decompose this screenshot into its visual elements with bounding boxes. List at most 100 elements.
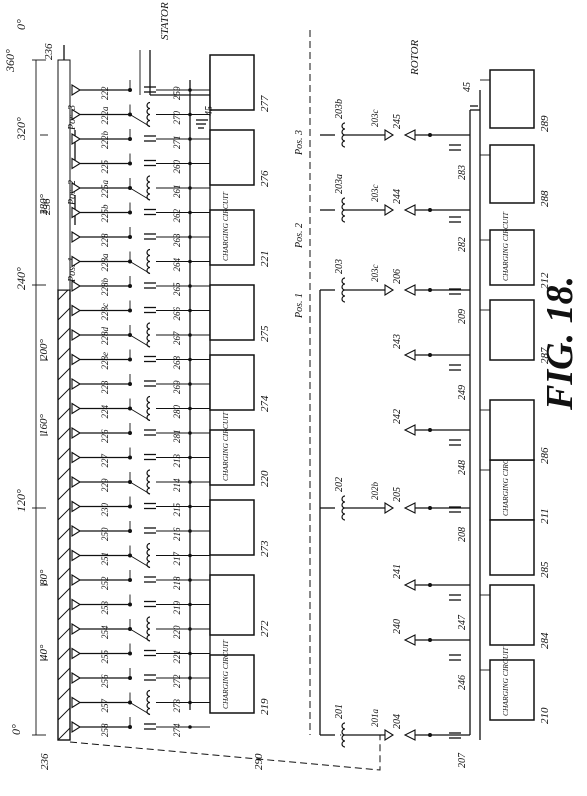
stator-ref2-22: 220 [172, 625, 182, 639]
rotor-contact-2: 206 [392, 269, 470, 296]
stator-arrow-5 [71, 206, 82, 219]
stator-coil-lead-1 [129, 114, 151, 127]
stator-ref-15: 227 [100, 454, 110, 468]
stator-ref-20: 252 [100, 576, 110, 590]
rotor-contact-ref-4: 241 [392, 564, 403, 579]
stator-coil-lead-22 [129, 628, 151, 642]
stator-node-22 [128, 627, 132, 631]
stator-bus-node-13 [188, 406, 192, 411]
stator-node-7 [128, 259, 132, 264]
stator-box-ref-8: 277 [259, 95, 271, 112]
stator-ref-24: 256 [100, 674, 110, 688]
rotor-contact-arrow-6 [403, 349, 416, 361]
stator-bus-node-17 [188, 504, 192, 509]
rotor-box-ref-8: 289 [539, 115, 551, 132]
scale-label-160: 160° [38, 414, 50, 436]
stator-arrow-24 [71, 672, 82, 684]
rotor-contact-ref-5: 242 [392, 409, 403, 424]
rotor-cap-8: 283 [449, 144, 468, 180]
stator-ref2-7: 264 [172, 258, 182, 272]
stator-box-ref-1: 272 [259, 620, 271, 637]
charging-box-0 [209, 654, 255, 714]
stator-ref2-4: 261 [172, 185, 182, 199]
rotor-contact-arrow-2 [403, 284, 416, 296]
stator-node-23 [128, 651, 132, 656]
stator-bus-node-10 [188, 333, 192, 337]
ground-ref-45: 45 [204, 106, 215, 116]
stator-bus-node-24 [188, 676, 192, 680]
stator-ref-14: 226 [100, 429, 110, 443]
rotor-contact-node-5 [428, 428, 432, 432]
rotor-box-ref-3: 284 [539, 632, 551, 649]
stator-bus-node-7 [188, 259, 192, 264]
stator-coil-lead-13 [129, 408, 151, 421]
stator-ref-4: 225a [100, 180, 110, 199]
scale-label-top-zero: 0° [14, 19, 28, 30]
rotor-load-box-7 [489, 144, 535, 204]
stator-ref2-15: 213 [172, 454, 182, 468]
stator-node-2 [128, 137, 132, 141]
rotor-contact-arrow-7 [403, 204, 416, 216]
stator-ref2-10: 267 [172, 331, 182, 345]
stator-load-box-4: 274 [209, 354, 271, 412]
rotor-coil-ref-4: 203b [334, 99, 345, 119]
rotor-contact-node-7 [428, 208, 432, 212]
stator-node-10 [128, 333, 132, 337]
stator-arrow-13 [71, 402, 82, 415]
stator-ref-11: 228e [100, 352, 110, 370]
load-box-7 [209, 129, 255, 186]
stator-bus-node-23 [188, 651, 192, 656]
stator-box-ref-0: 219 [259, 698, 271, 715]
rotor-contact-8: 245 [392, 114, 470, 141]
stator-node-11 [128, 357, 132, 362]
stator-arrow-16 [71, 476, 82, 488]
stator-ref2-8: 265 [172, 282, 182, 296]
rotor-box-ref-extra: 285 [539, 561, 551, 578]
rotor-coil-ref-1: 202 [334, 477, 345, 492]
stator-arrow-20 [71, 574, 82, 586]
scale-label-360: 360° [3, 49, 17, 73]
rotor-contact-0: 204 [392, 714, 470, 741]
rotor-coil-2 [341, 277, 346, 303]
stator-node-9 [128, 308, 132, 313]
stator-node-12 [128, 382, 132, 386]
stator-bus-node-20 [188, 578, 192, 582]
stator-node-13 [128, 406, 132, 411]
scale-label-320: 320° [14, 117, 28, 141]
stator-node-25 [128, 700, 132, 705]
rotor-load-box-5 [489, 399, 535, 461]
rotor-contact-arrow-3 [403, 634, 416, 646]
stator-node-4 [128, 186, 132, 190]
stator-bus-node-2 [188, 137, 192, 141]
stator-bus-node-26 [188, 725, 192, 729]
rotor-load-box-5: 286 [480, 399, 551, 464]
load-box-8 [209, 54, 255, 111]
stator-ref-19: 251 [100, 552, 110, 566]
rotor-load-box-285 [489, 519, 535, 576]
stator-coil-lead-19 [129, 555, 151, 568]
load-box-1 [209, 574, 255, 636]
rotor-coil-ref-3: 203a [334, 174, 345, 194]
scale-label-240: 240° [14, 267, 28, 290]
stator-bus-node-4 [188, 186, 192, 190]
rotor-box-ref-1: 211 [539, 508, 551, 524]
rotor-contact-arrow-8 [403, 129, 416, 141]
stator-load-box-7: 276 [209, 129, 271, 187]
stator-ref2-25: 273 [172, 699, 182, 713]
stator-bus-node-12 [188, 382, 192, 386]
rotor-cap-5: 248 [449, 439, 468, 475]
stator-arrow-12 [71, 378, 82, 390]
rotor-cap-ref-1: 208 [457, 527, 468, 542]
rotor-coil-0 [341, 722, 346, 748]
charging-circuit-label-6: CHARGING CIRCUIT [221, 191, 230, 261]
